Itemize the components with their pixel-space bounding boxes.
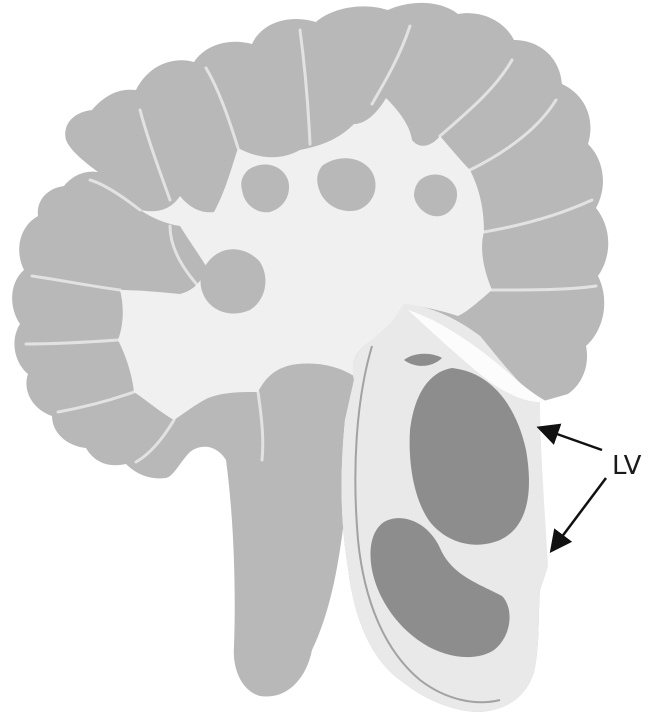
lv-label: LV [612,451,642,481]
arrow-lower [552,478,606,550]
arrow-upper [540,428,602,450]
